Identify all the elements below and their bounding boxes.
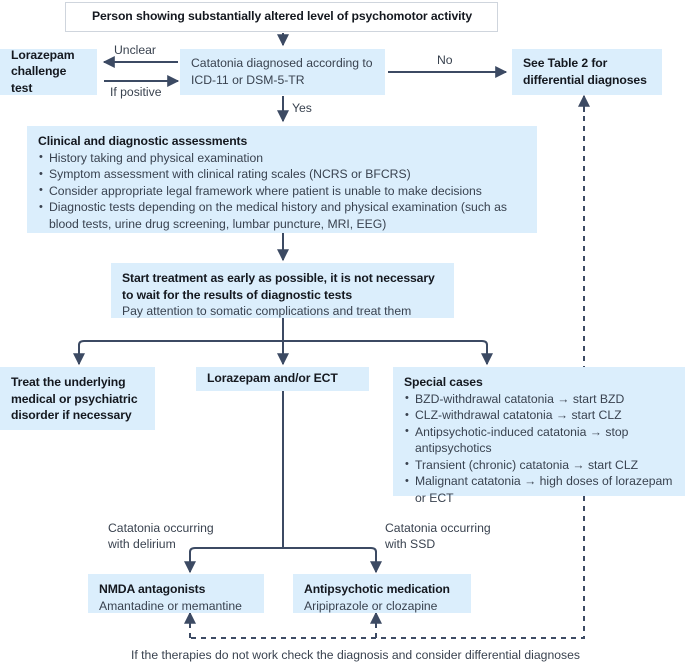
node-nmda-sub: Amantadine or memantine bbox=[99, 598, 242, 613]
node-clinical-assessments-heading: Clinical and diagnostic assessments bbox=[38, 134, 248, 148]
node-special-cases-list: BZD-withdrawal catatonia → start BZD CLZ… bbox=[404, 390, 675, 507]
node-treat-underlying-disorder: Treat the underlying medical or psychiat… bbox=[0, 367, 155, 430]
node-see-table-2-title: See Table 2 for differential diagnoses bbox=[523, 56, 647, 87]
list-item: BZD-withdrawal catatonia → start BZD bbox=[404, 390, 675, 408]
list-item: History taking and physical examination bbox=[38, 149, 527, 167]
edge-label-with-ssd: Catatonia occurring with SSD bbox=[385, 521, 491, 551]
list-item: Diagnostic tests depending on the medica… bbox=[38, 199, 527, 232]
node-start-treatment: Start treatment as early as possible, it… bbox=[111, 263, 454, 318]
node-lorazepam-and-or-ect: Lorazepam and/or ECT bbox=[196, 367, 369, 391]
node-nmda-heading: NMDA antagonists bbox=[99, 582, 206, 596]
node-catatonia-diagnosis: Catatonia diagnosed according to ICD-11 … bbox=[180, 49, 385, 95]
list-item: Malignant catatonia → high doses of lora… bbox=[404, 473, 675, 506]
node-lorazepam-challenge-title: Lorazepam challenge test bbox=[11, 47, 75, 95]
list-item: Transient (chronic) catatonia → start CL… bbox=[404, 456, 675, 474]
node-start: Person showing substantially altered lev… bbox=[65, 2, 498, 32]
node-clinical-assessments-list: History taking and physical examination … bbox=[38, 149, 527, 233]
node-antipsychotic-medication: Antipsychotic medication Aripiprazole or… bbox=[293, 574, 471, 613]
node-antipsychotic-sub: Aripiprazole or clozapine bbox=[304, 598, 438, 613]
node-catatonia-diagnosis-title: Catatonia diagnosed according to ICD-11 … bbox=[191, 56, 373, 87]
node-nmda-antagonists: NMDA antagonists Amantadine or memantine bbox=[88, 574, 264, 613]
edge-label-if-positive: If positive bbox=[110, 85, 162, 99]
node-start-title: Person showing substantially altered lev… bbox=[91, 9, 473, 24]
footnote-text: If the therapies do not work check the d… bbox=[131, 648, 580, 662]
list-item: Antipsychotic-induced catatonia → stop a… bbox=[404, 423, 675, 457]
node-see-table-2: See Table 2 for differential diagnoses bbox=[512, 49, 662, 95]
node-start-treatment-heading: Start treatment as early as possible, it… bbox=[122, 271, 435, 302]
node-lorazepam-challenge-test: Lorazepam challenge test bbox=[0, 47, 97, 95]
node-special-cases: Special cases BZD-withdrawal catatonia →… bbox=[393, 367, 685, 505]
list-item: CLZ-withdrawal catatonia → start CLZ bbox=[404, 407, 675, 424]
edge-two-way-bus bbox=[189, 547, 377, 556]
node-clinical-assessments: Clinical and diagnostic assessments Hist… bbox=[27, 126, 537, 233]
node-lorazepam-ect-title: Lorazepam and/or ECT bbox=[207, 371, 338, 386]
edge-label-no: No bbox=[437, 53, 453, 67]
edge-three-way-bus bbox=[78, 340, 488, 352]
node-special-cases-heading: Special cases bbox=[404, 375, 483, 389]
edge-label-yes: Yes bbox=[292, 101, 312, 115]
node-start-treatment-sub: Pay attention to somatic complications a… bbox=[122, 304, 412, 318]
edge-label-unclear: Unclear bbox=[114, 43, 156, 57]
node-antipsychotic-heading: Antipsychotic medication bbox=[304, 582, 450, 596]
list-item: Consider appropriate legal framework whe… bbox=[38, 182, 527, 200]
list-item: Symptom assessment with clinical rating … bbox=[38, 166, 527, 183]
node-treat-underlying-title: Treat the underlying medical or psychiat… bbox=[11, 375, 138, 422]
edge-label-with-delirium: Catatonia occurring with delirium bbox=[108, 521, 214, 551]
